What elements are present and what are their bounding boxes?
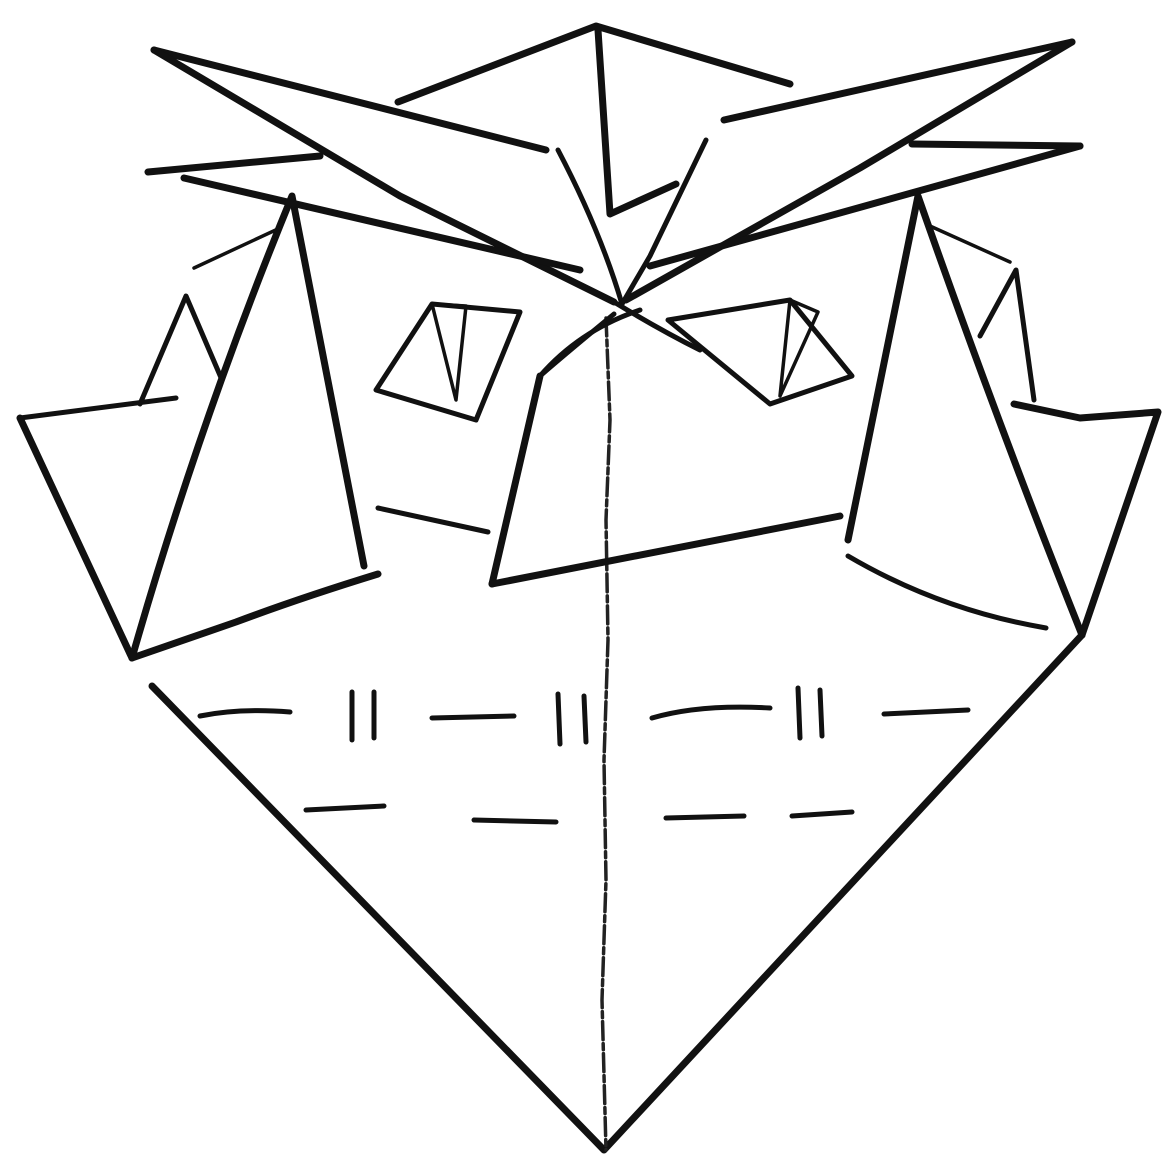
left-side-flaps	[20, 196, 488, 658]
mountain-fold-line	[306, 806, 852, 822]
top-flaps	[148, 26, 1080, 376]
valley-fold-line	[200, 688, 968, 744]
center-crease	[602, 318, 610, 1150]
center-pocket	[492, 314, 840, 584]
right-side-flaps	[848, 196, 1158, 635]
